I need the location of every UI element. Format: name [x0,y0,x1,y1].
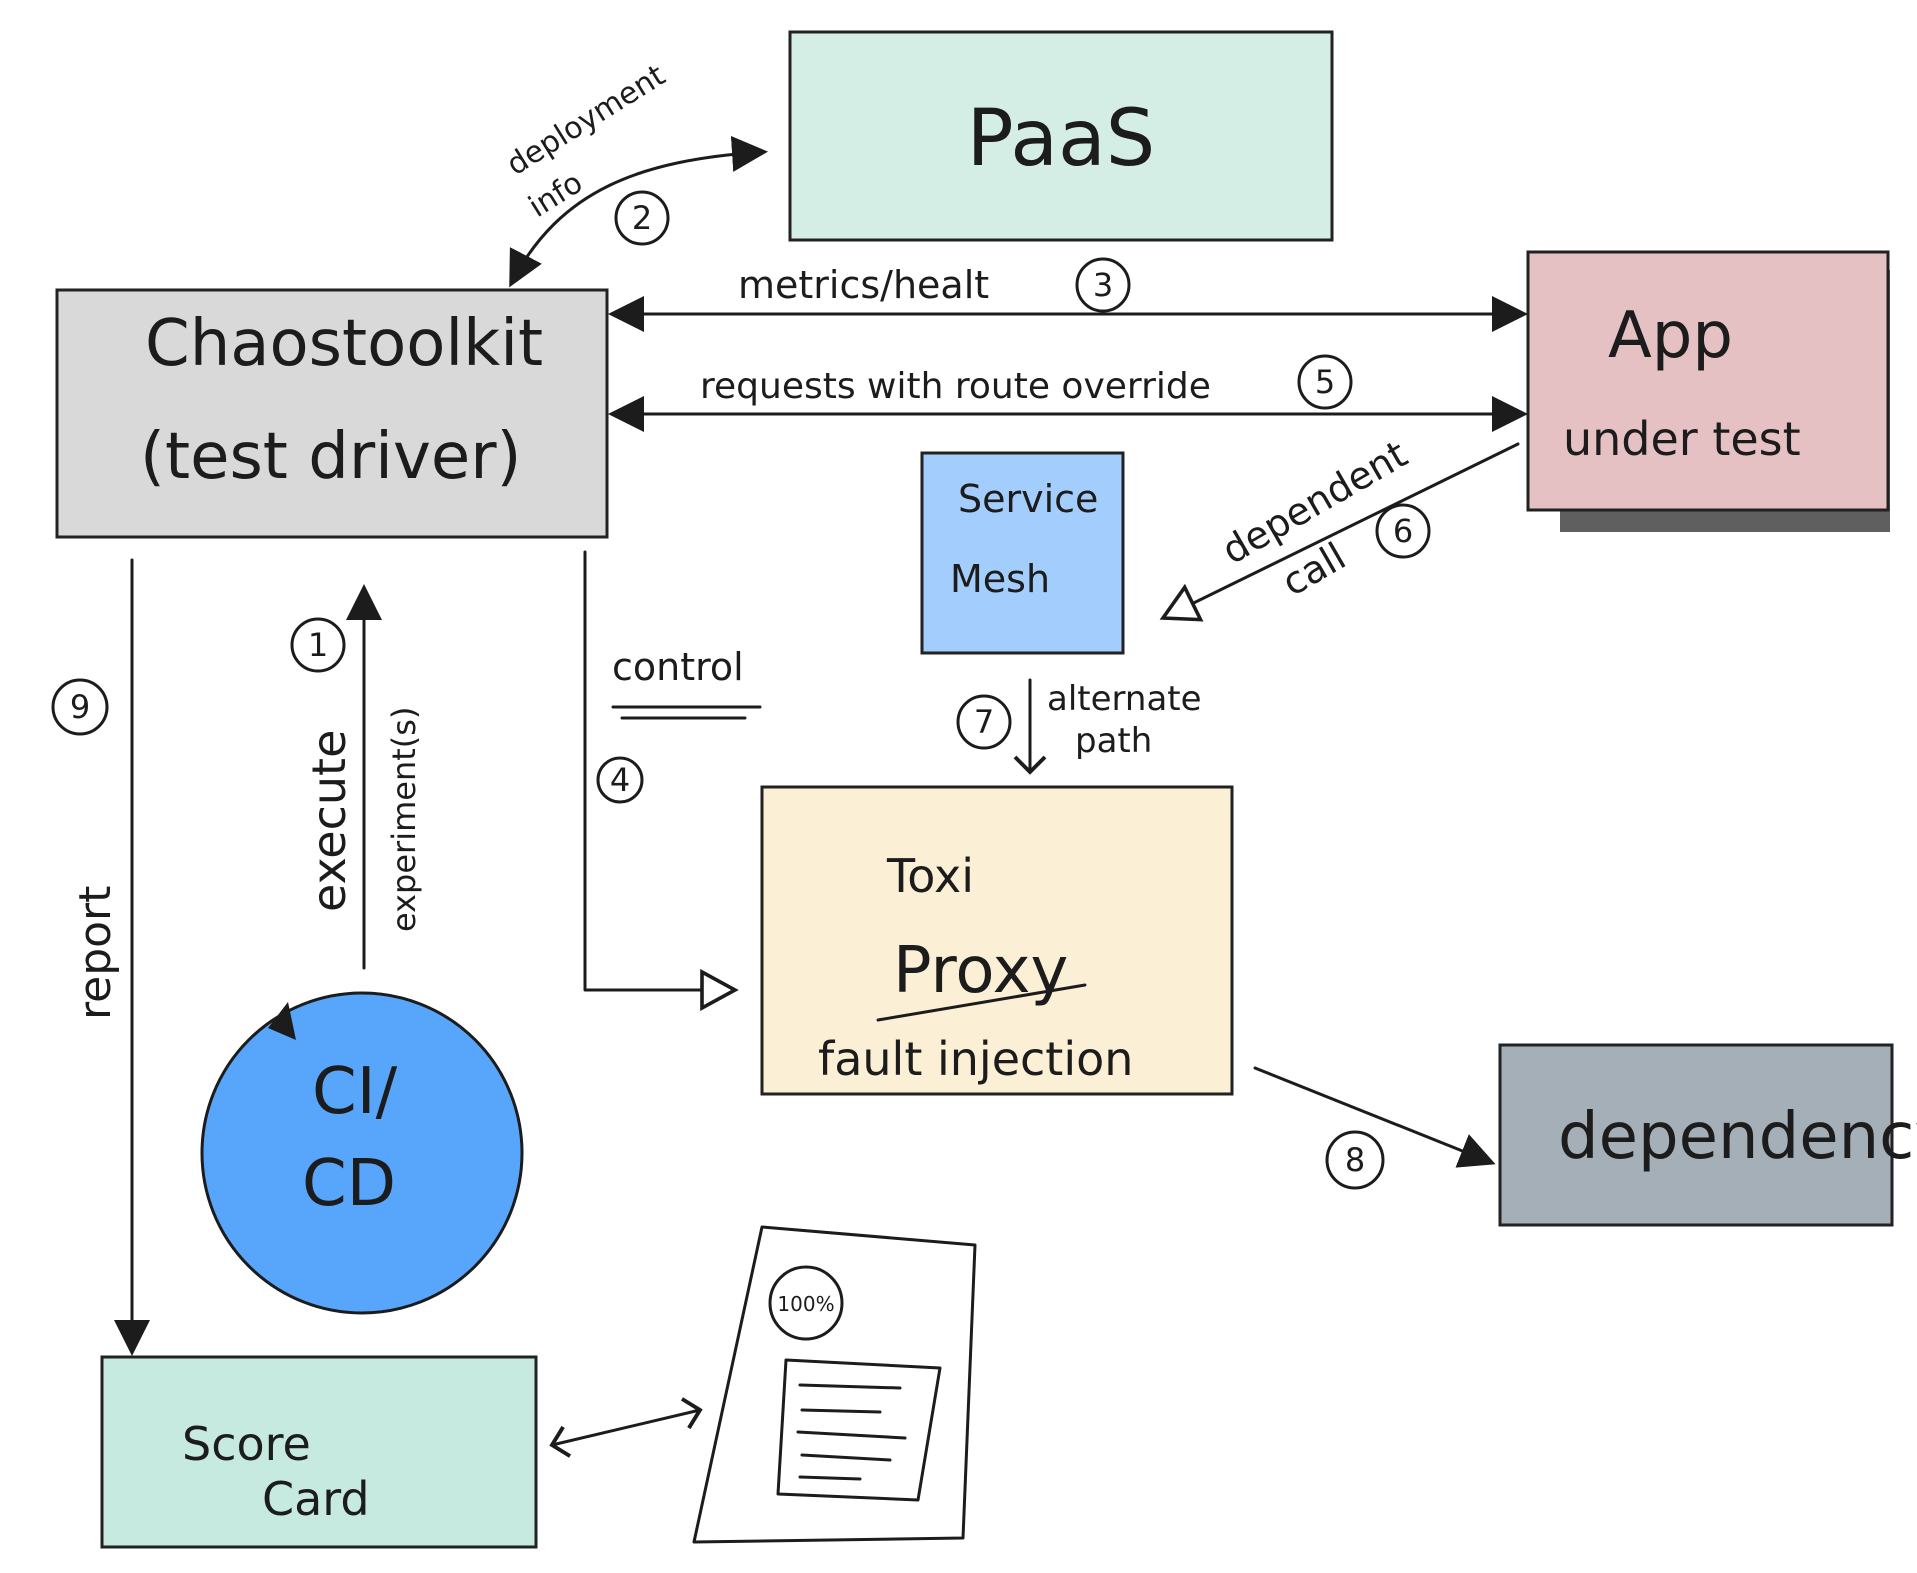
edge-dependent-call-sublabel: call [1275,534,1354,605]
step-2-number: 2 [632,199,652,237]
dependency-label: dependency [1558,1100,1917,1174]
cicd-sublabel: CD [302,1147,396,1221]
step-5-circle [1297,354,1353,410]
edge-metrics-health: metrics/healt 3 [608,257,1528,332]
edge-execute-label: execute [302,730,356,912]
paas-label: PaaS [967,94,1156,184]
document-panel [776,1358,942,1502]
report-document: 100% [692,1225,977,1544]
edge-report-label: report [70,886,121,1020]
edge-scorecard-document [549,1397,703,1458]
step-3-circle [1075,257,1131,313]
edge-execute-experiments: execute experiment(s) 1 [290,584,423,970]
edge-requests-label: requests with route override [700,366,1211,407]
chaostoolkit-node: Chaostoolkit (test driver) [55,288,609,539]
service-mesh-sublabel: Mesh [950,557,1050,601]
step-7-circle [956,694,1012,750]
edge-fault-to-dependency: 8 [1253,1066,1496,1190]
scorecard-node: Score Card [100,1355,538,1549]
edge-control-label: control [612,645,744,689]
step-4-circle [596,756,644,804]
document-badge-circle [768,1265,844,1341]
document-badge-text: 100% [777,1292,834,1316]
scorecard-label: Score [182,1417,311,1471]
step-8-number: 8 [1345,1141,1365,1179]
step-6-number: 6 [1393,512,1413,550]
step-7-number: 7 [974,703,994,741]
step-1-number: 1 [308,626,328,664]
edge-dependent-call: dependent call 6 [1163,432,1520,618]
app-label: App [1608,299,1733,373]
toxiproxy-sublabel: Proxy [893,934,1068,1008]
toxiproxy-node: Toxi Proxy fault injection [760,785,1234,1096]
edge-alternate-path-sublabel: path [1075,721,1152,761]
service-mesh-label: Service [958,477,1098,521]
app-sublabel: under test [1563,412,1801,466]
toxiproxy-label: Toxi [886,849,974,903]
toxiproxy-caption: fault injection [818,1032,1133,1086]
step-9-number: 9 [70,688,90,726]
edge-deployment-info: deployment info 2 [501,58,768,288]
edge-metrics-health-label: metrics/healt [738,263,989,307]
paas-node: PaaS [788,30,1334,242]
edge-requests-route-override: requests with route override 5 [608,354,1528,432]
dependency-node: dependency [1498,1043,1917,1227]
step-3-number: 3 [1093,266,1113,304]
edge-execute-sublabel: experiment(s) [385,707,423,932]
edge-control-double-line [611,705,762,720]
toxiproxy-underline [876,983,1087,1022]
step-9-circle [51,678,109,736]
step-5-number: 5 [1315,363,1335,401]
step-1-circle [290,617,346,673]
cicd-node: CI/ CD [200,991,524,1315]
chaostoolkit-label: Chaostoolkit [145,307,543,381]
edge-alternate-path-label: alternate [1047,679,1202,719]
edge-deployment-info-label: deployment [501,58,672,183]
step-8-circle [1325,1130,1385,1190]
cicd-label: CI/ [312,1055,398,1129]
cicd-cycle-arrow-icon [268,1002,296,1040]
step-6-circle [1375,503,1431,559]
edge-control: control 4 [583,550,762,990]
edge-report: report 9 [51,558,150,1356]
edge-alternate-path: alternate path 7 [956,678,1202,775]
chaostoolkit-sublabel: (test driver) [140,420,521,494]
step-2-circle [614,190,670,246]
scorecard-sublabel: Card [262,1472,370,1526]
step-4-number: 4 [610,761,630,799]
document-text-lines [796,1383,907,1481]
app-under-test-node: App under test [1526,250,1890,512]
service-mesh-node: Service Mesh [920,451,1125,655]
